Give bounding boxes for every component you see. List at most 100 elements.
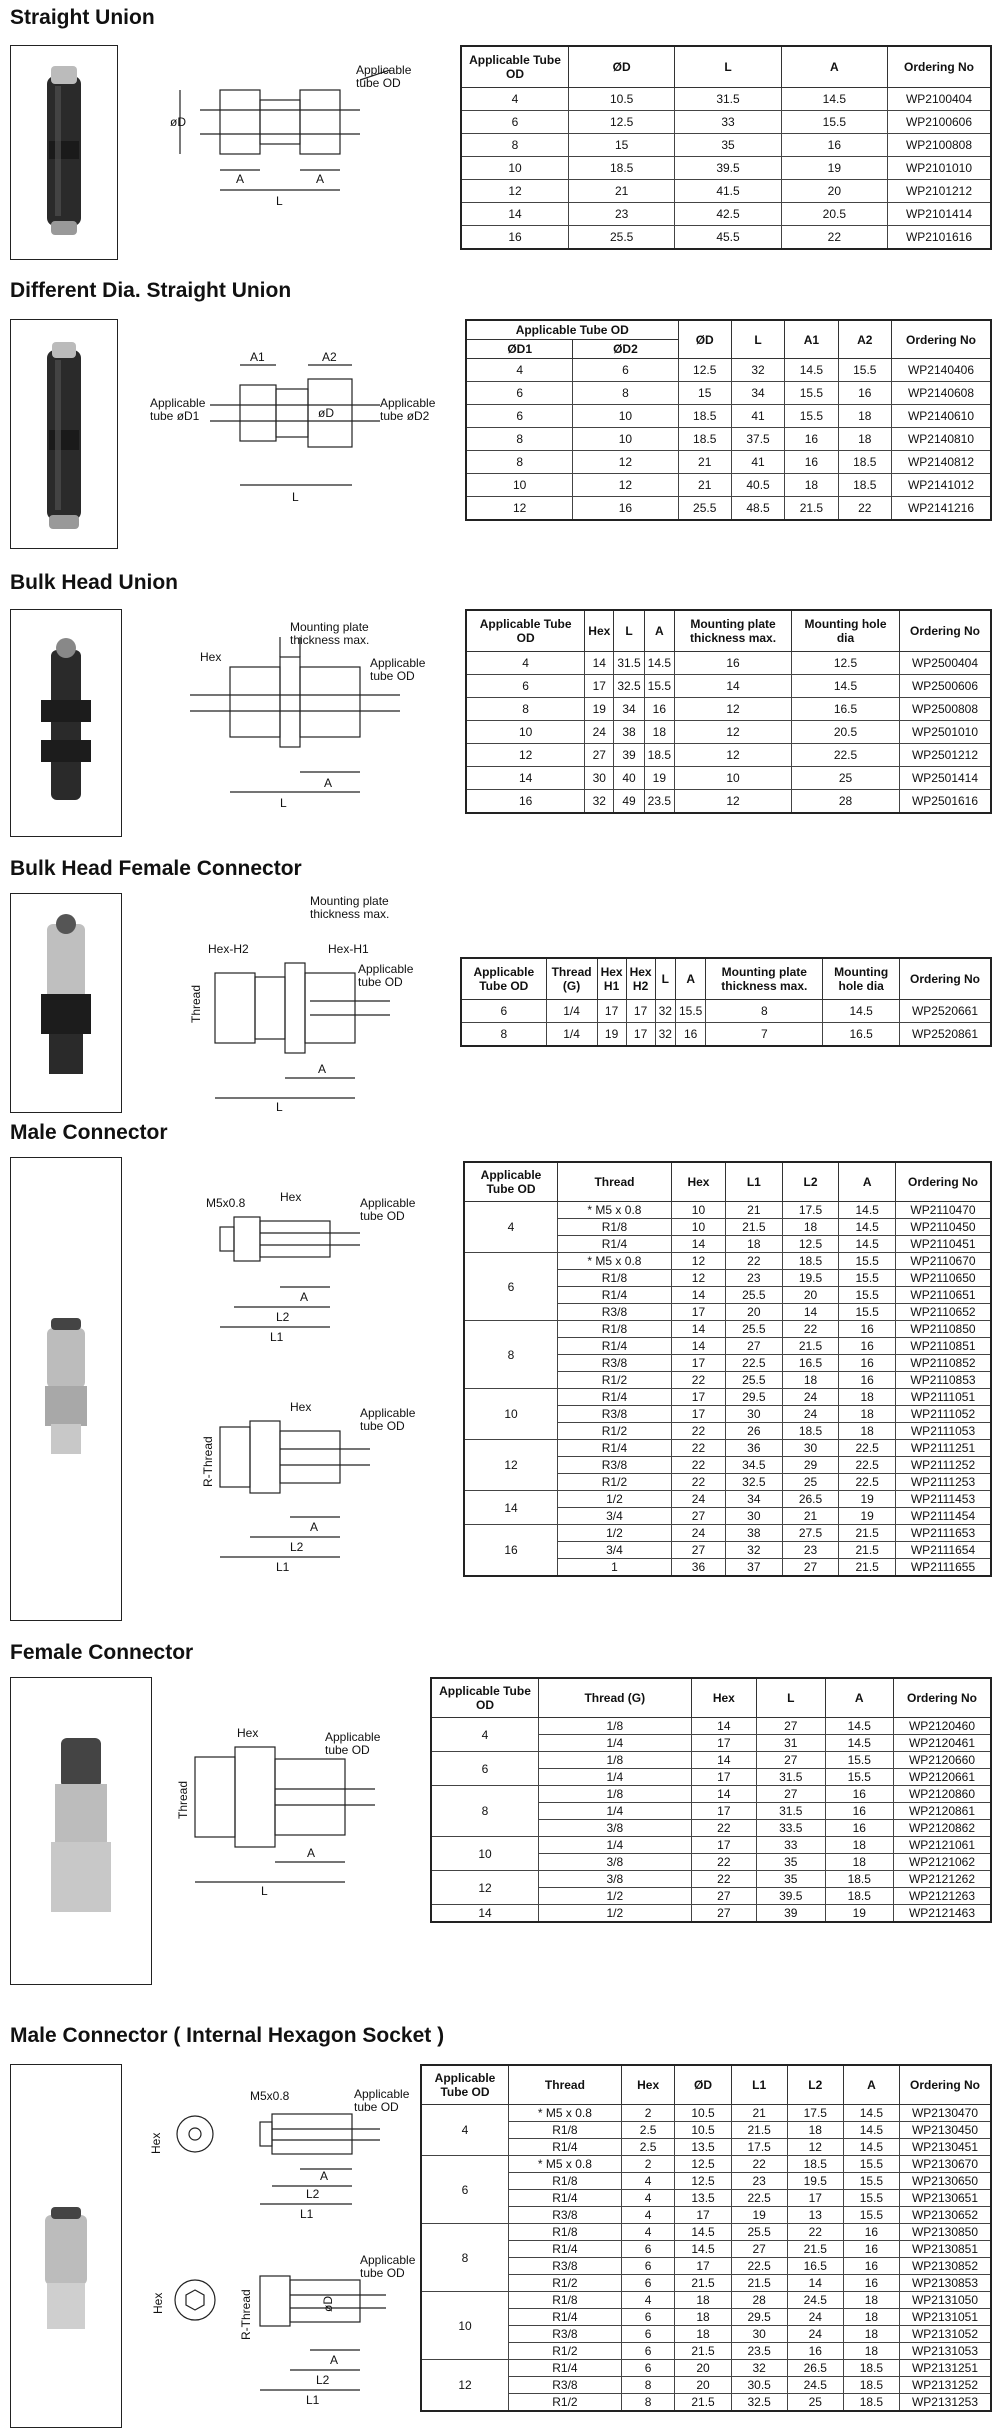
table-cell: 31.5 [613, 651, 645, 675]
table-cell: 17 [786, 2189, 844, 2207]
table-cell: WP2131252 [899, 2376, 992, 2394]
table-cell: WP2121062 [893, 1853, 992, 1871]
table-cell: WP2500808 [899, 697, 992, 721]
col-header: Thread (G) [545, 957, 598, 1000]
table-cell: WP2520861 [899, 1022, 992, 1047]
table-cell: 12.5 [567, 110, 676, 134]
product-photo [10, 45, 118, 260]
label-a: A [330, 2353, 338, 2367]
table-cell: 1/8 [538, 1717, 692, 1735]
col-header: Ordering No [887, 45, 992, 88]
table-cell: R1/4 [508, 2240, 622, 2258]
table-cell: 16 [786, 2342, 844, 2360]
table-cell: WP2111253 [895, 1473, 992, 1491]
table-cell: 22 [786, 2223, 844, 2241]
table-cell: 14 [690, 1751, 758, 1769]
tube-od-cell: 8 [420, 2223, 509, 2292]
table-cell: 6 [620, 2257, 676, 2275]
table-cell: 8 [572, 381, 679, 405]
table-cell: WP2101616 [887, 225, 992, 250]
col-header: Ordering No [895, 1161, 992, 1202]
table-cell: 15 [677, 381, 732, 405]
table-cell: 38 [725, 1524, 783, 1542]
table-cell: 16 [824, 1819, 895, 1837]
table-cell: 8 [465, 450, 574, 474]
table-cell: 25.5 [730, 2223, 788, 2241]
table-cell: 37 [725, 1558, 783, 1577]
table-cell: 39.5 [674, 156, 782, 180]
col-header: L1 [725, 1161, 783, 1202]
table-cell: 14.5 [822, 999, 900, 1023]
table-cell: 21 [730, 2104, 788, 2122]
table-cell: WP2131053 [899, 2342, 992, 2360]
table-cell: 4 [620, 2189, 676, 2207]
section-different-dia-union: Different Dia. Straight Union Applicable… [0, 275, 1000, 567]
table-cell: 22 [730, 2155, 788, 2173]
table-cell: 10 [670, 1201, 727, 1219]
table-cell: 14.5 [674, 2240, 732, 2258]
table-cell: 12 [674, 720, 793, 744]
product-photo [10, 2064, 122, 2428]
table-cell: R1/4 [557, 1388, 672, 1406]
col-header: A2 [837, 319, 893, 359]
table-cell: WP2131050 [899, 2291, 992, 2309]
table-cell: R1/8 [557, 1320, 672, 1338]
table-cell: 15.5 [643, 674, 676, 698]
table-cell: WP2130470 [899, 2104, 992, 2122]
table-cell: 21.5 [674, 2342, 732, 2360]
product-photo [10, 1157, 122, 1621]
table-cell: WP2111252 [895, 1456, 992, 1474]
table-cell: 17 [670, 1388, 727, 1406]
table-cell: 30.5 [730, 2376, 788, 2394]
table-cell: 14 [465, 766, 586, 790]
col-header: Hex [690, 1677, 758, 1718]
table-cell: 13.5 [674, 2138, 732, 2156]
table-cell: 14.5 [842, 2121, 901, 2139]
table-cell: 23 [725, 1269, 783, 1287]
table-cell: 29 [781, 1456, 840, 1474]
table-cell: 17.5 [730, 2138, 788, 2156]
table-cell: R3/8 [557, 1354, 672, 1372]
table-cell: 31 [756, 1734, 826, 1752]
table-cell: 10 [465, 473, 574, 497]
table-cell: 8 [460, 133, 569, 157]
table-cell: 32 [730, 2359, 788, 2377]
label-a-right: A [316, 172, 324, 186]
label-l1: L1 [276, 1560, 290, 1574]
tube-od-cell: 4 [420, 2104, 509, 2156]
table-cell: 17 [625, 999, 656, 1023]
table-cell: 1/2 [538, 1904, 692, 1923]
table-cell: WP2111655 [895, 1558, 992, 1577]
table-cell: WP2111453 [895, 1490, 992, 1508]
table-cell: 32 [654, 1022, 676, 1047]
table-cell: 27 [584, 743, 615, 767]
table-cell: 36 [725, 1439, 783, 1457]
table-cell: 28 [730, 2291, 788, 2309]
col-header: L1 [730, 2064, 788, 2105]
table-cell: 18.5 [824, 1870, 895, 1888]
table-cell: 4 [620, 2206, 676, 2224]
table-cell: 16 [824, 1785, 895, 1803]
col-header: Ordering No [899, 609, 992, 652]
table-cell: 2 [620, 2104, 676, 2122]
table-cell: 22 [690, 1819, 758, 1837]
table-cell: 12 [670, 1269, 727, 1287]
table-cell: 15.5 [842, 2206, 901, 2224]
table-cell: 14 [674, 674, 793, 698]
table-cell: WP2120460 [893, 1717, 992, 1735]
table-cell: WP2120860 [893, 1785, 992, 1803]
table-cell: WP2120660 [893, 1751, 992, 1769]
